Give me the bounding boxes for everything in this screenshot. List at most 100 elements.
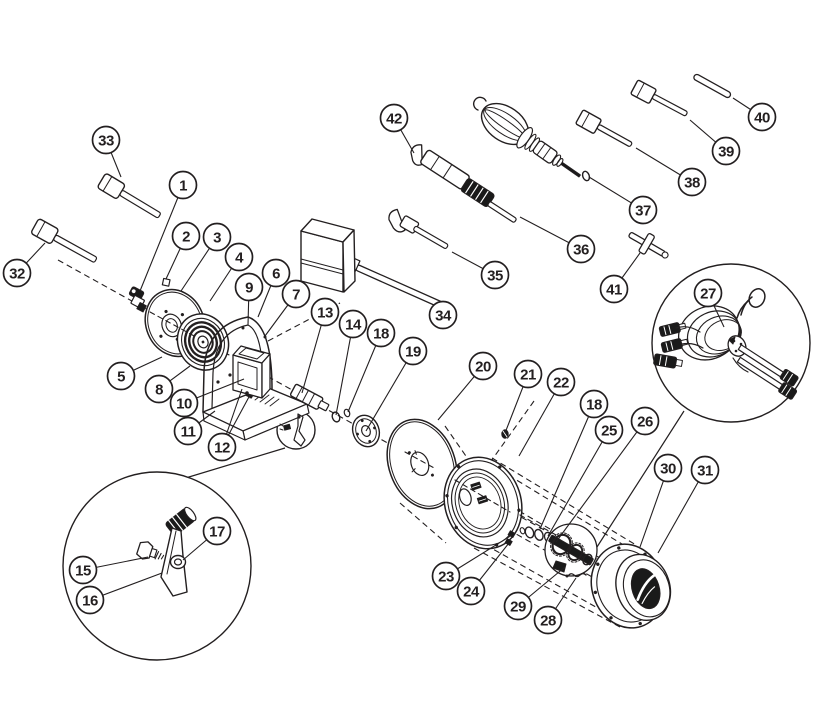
part-spring-28 bbox=[567, 572, 587, 578]
callout-circle-23 bbox=[431, 561, 461, 591]
callout-number-42: 42 bbox=[386, 110, 402, 127]
callout-1: 1 bbox=[168, 170, 198, 200]
callout-circle-35 bbox=[480, 260, 510, 290]
callout-circle-5 bbox=[106, 361, 136, 391]
callout-3: 3 bbox=[202, 222, 232, 252]
screw-axis bbox=[488, 400, 535, 465]
callout-number-6: 6 bbox=[272, 265, 280, 282]
callout-circle-41 bbox=[599, 274, 629, 304]
callout-10: 10 bbox=[169, 388, 199, 418]
part-end-cap bbox=[590, 543, 672, 629]
part-handle-36 bbox=[410, 144, 517, 223]
callout-31: 31 bbox=[690, 455, 720, 485]
callout-12: 12 bbox=[207, 432, 237, 462]
callout-circle-22 bbox=[546, 367, 576, 397]
callout-circle-39 bbox=[711, 136, 741, 166]
projection-line bbox=[444, 425, 469, 460]
callout-number-3: 3 bbox=[213, 229, 221, 246]
lever-arm-detail bbox=[62, 447, 286, 661]
callout-6: 6 bbox=[261, 258, 291, 288]
part-rod-40 bbox=[693, 73, 732, 99]
callout-number-34: 34 bbox=[435, 307, 452, 324]
callout-30: 30 bbox=[653, 453, 683, 483]
callout-number-7: 7 bbox=[292, 286, 300, 303]
callout-number-28: 28 bbox=[540, 612, 556, 629]
part-arch-bracket bbox=[202, 316, 310, 441]
detail-view-layer bbox=[62, 263, 811, 661]
part-lever-arm-detail bbox=[136, 506, 197, 597]
projection-line bbox=[467, 534, 611, 616]
callout-21: 21 bbox=[513, 359, 543, 389]
callout-number-26: 26 bbox=[637, 413, 653, 430]
callout-number-10: 10 bbox=[176, 395, 192, 412]
leader-line-14 bbox=[335, 323, 354, 416]
callout-circle-19 bbox=[398, 336, 428, 366]
callout-38: 38 bbox=[677, 167, 707, 197]
part-disc-20 bbox=[386, 418, 458, 510]
axis-overlays bbox=[149, 311, 557, 536]
callout-41: 41 bbox=[599, 274, 629, 304]
callout-circle-36 bbox=[566, 234, 596, 264]
callout-circle-38 bbox=[677, 167, 707, 197]
callout-number-33: 33 bbox=[98, 132, 114, 149]
callout-18: 18 bbox=[366, 318, 396, 348]
callout-number-9: 9 bbox=[245, 279, 253, 296]
callout-34: 34 bbox=[428, 300, 458, 330]
callout-32: 32 bbox=[2, 258, 32, 288]
callout-18: 18 bbox=[579, 389, 609, 419]
callout-circle-8 bbox=[144, 374, 174, 404]
callout-number-18: 18 bbox=[373, 325, 389, 342]
callout-circle-25 bbox=[594, 415, 624, 445]
parts-artwork bbox=[31, 73, 799, 629]
callout-circle-15 bbox=[68, 555, 98, 585]
callout-number-15: 15 bbox=[75, 562, 91, 579]
callout-circle-33 bbox=[91, 125, 121, 155]
callout-39: 39 bbox=[711, 136, 741, 166]
callout-number-21: 21 bbox=[520, 366, 536, 383]
callout-circle-34 bbox=[428, 300, 458, 330]
callout-17: 17 bbox=[202, 516, 232, 546]
callout-number-1: 1 bbox=[179, 177, 187, 194]
callout-circle-10 bbox=[169, 388, 199, 418]
part-cord-prongs bbox=[736, 344, 799, 400]
projection-line bbox=[499, 469, 641, 556]
callout-number-36: 36 bbox=[573, 241, 589, 258]
projection-line bbox=[473, 547, 621, 628]
callout-25: 25 bbox=[594, 415, 624, 445]
callout-circle-21 bbox=[513, 359, 543, 389]
callout-19: 19 bbox=[398, 336, 428, 366]
part-ring-37 bbox=[581, 170, 591, 182]
part-washer-18 bbox=[343, 408, 351, 418]
callout-22: 22 bbox=[546, 367, 576, 397]
callout-40: 40 bbox=[747, 102, 777, 132]
callout-number-4: 4 bbox=[235, 249, 244, 266]
part-rod-38 bbox=[575, 109, 633, 147]
callout-36: 36 bbox=[566, 234, 596, 264]
leader-line-19 bbox=[365, 350, 414, 432]
callout-8: 8 bbox=[144, 374, 174, 404]
callout-number-35: 35 bbox=[487, 267, 503, 284]
callout-26: 26 bbox=[630, 406, 660, 436]
part-bolt-15 bbox=[136, 541, 165, 560]
part-elbow-fitting-1 bbox=[128, 286, 147, 313]
callout-29: 29 bbox=[503, 591, 533, 621]
callout-number-37: 37 bbox=[635, 202, 651, 219]
part-cord-reel-detail bbox=[653, 288, 799, 400]
callout-number-40: 40 bbox=[754, 109, 770, 126]
leader-line-31 bbox=[657, 469, 706, 554]
callout-13: 13 bbox=[310, 297, 340, 327]
projection-line bbox=[491, 457, 637, 546]
callout-circle-2 bbox=[171, 221, 201, 251]
callout-27: 27 bbox=[693, 278, 723, 308]
callout-circle-18 bbox=[579, 389, 609, 419]
callout-circle-20 bbox=[468, 351, 498, 381]
part-transformer-box-34 bbox=[300, 218, 449, 311]
callout-circle-40 bbox=[747, 102, 777, 132]
callout-37: 37 bbox=[628, 195, 658, 225]
callout-11: 11 bbox=[173, 416, 203, 446]
callout-24: 24 bbox=[456, 576, 486, 606]
callout-circle-29 bbox=[503, 591, 533, 621]
callout-number-17: 17 bbox=[209, 523, 225, 540]
callout-number-12: 12 bbox=[214, 439, 230, 456]
